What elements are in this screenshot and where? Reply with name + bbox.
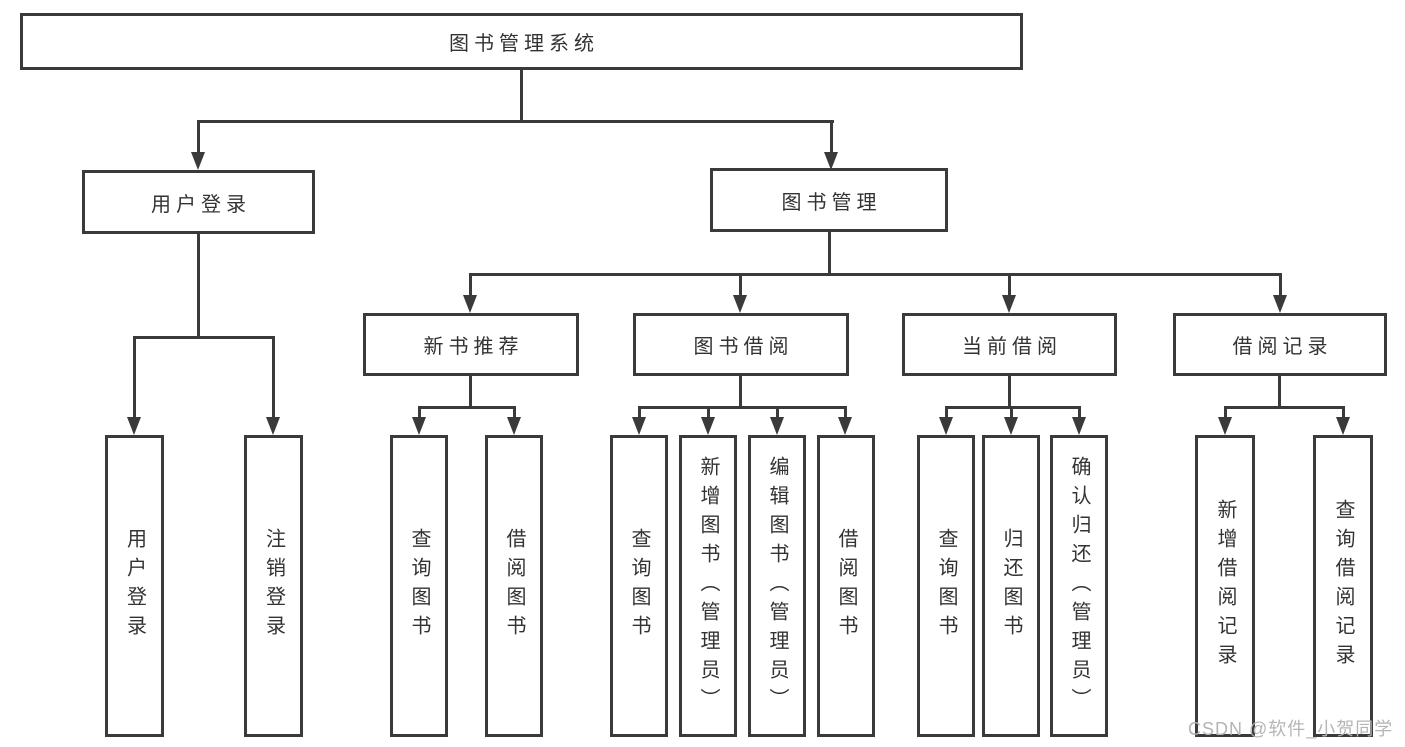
- connector-line: [945, 406, 948, 419]
- leaf-label: 借阅图书: [835, 528, 857, 644]
- arrow-down-icon: [632, 417, 646, 435]
- connector-line: [1008, 273, 1011, 298]
- connector-line: [828, 232, 831, 273]
- arrow-down-icon: [1072, 417, 1086, 435]
- csdn-watermark: CSDN @软件_小贺同学: [1188, 719, 1394, 739]
- leaf-records-add: 新增借阅记录: [1195, 435, 1255, 737]
- leaf-label: 归还图书: [1000, 528, 1022, 644]
- connector-line: [197, 120, 200, 154]
- arrow-down-icon: [1002, 295, 1016, 313]
- leaf-records-query: 查询借阅记录: [1313, 435, 1373, 737]
- leaf-user-login: 用户登录: [105, 435, 164, 737]
- leaf-label: 编辑图书（管理员）: [766, 455, 788, 717]
- leaf-borrow-add-admin: 新增图书（管理员）: [679, 435, 737, 737]
- node-borrow-records: 借阅记录: [1173, 313, 1387, 376]
- connector-line: [513, 406, 516, 419]
- connector-line: [1008, 376, 1011, 408]
- leaf-label: 查询图书: [628, 528, 650, 644]
- arrow-down-icon: [191, 152, 205, 170]
- arrow-down-icon: [1336, 417, 1350, 435]
- leaf-current-return: 归还图书: [982, 435, 1040, 737]
- arrow-down-icon: [770, 417, 784, 435]
- arrow-down-icon: [701, 417, 715, 435]
- leaf-logout: 注销登录: [244, 435, 303, 737]
- arrow-down-icon: [1004, 417, 1018, 435]
- leaf-borrow-book: 借阅图书: [817, 435, 875, 737]
- leaf-label: 确认归还（管理员）: [1068, 455, 1090, 717]
- leaf-newbooks-borrow: 借阅图书: [485, 435, 543, 737]
- leaf-label: 新增借阅记录: [1214, 499, 1236, 673]
- connector-line: [469, 273, 472, 298]
- connector-line: [1078, 406, 1081, 419]
- leaf-label: 查询图书: [408, 528, 430, 644]
- connector-line: [830, 120, 833, 154]
- leaf-current-confirm-admin: 确认归还（管理员）: [1050, 435, 1108, 737]
- leaf-label: 注销登录: [262, 528, 285, 644]
- connector-line: [197, 234, 200, 336]
- connector-line: [739, 376, 742, 408]
- connector-line: [739, 273, 742, 298]
- connector-line: [520, 70, 523, 120]
- connector-line: [638, 406, 641, 419]
- arrow-down-icon: [412, 417, 426, 435]
- connector-line: [1279, 273, 1282, 298]
- arrow-down-icon: [824, 152, 838, 170]
- leaf-label: 新增图书（管理员）: [697, 455, 719, 717]
- arrow-down-icon: [838, 417, 852, 435]
- connector-line: [197, 120, 834, 123]
- connector-line: [1224, 406, 1227, 419]
- connector-line: [844, 406, 847, 419]
- arrow-down-icon: [939, 417, 953, 435]
- connector-line: [469, 273, 1282, 276]
- arrow-down-icon: [1218, 417, 1232, 435]
- connector-line: [1010, 406, 1013, 419]
- node-book-borrow: 图书借阅: [633, 313, 849, 376]
- node-current-borrow: 当前借阅: [902, 313, 1117, 376]
- connector-line: [418, 406, 421, 419]
- connector-line: [1278, 376, 1281, 408]
- connector-line: [707, 406, 710, 419]
- connector-line: [776, 406, 779, 419]
- connector-line: [1224, 406, 1345, 409]
- leaf-borrow-edit-admin: 编辑图书（管理员）: [748, 435, 806, 737]
- connector-line: [133, 336, 275, 339]
- leaf-current-query: 查询图书: [917, 435, 975, 737]
- connector-line: [272, 336, 275, 419]
- arrow-down-icon: [266, 417, 280, 435]
- arrow-down-icon: [507, 417, 521, 435]
- arrow-down-icon: [463, 295, 477, 313]
- connector-line: [638, 406, 847, 409]
- arrow-down-icon: [127, 417, 141, 435]
- leaf-label: 用户登录: [123, 528, 146, 644]
- leaf-label: 查询借阅记录: [1332, 499, 1354, 673]
- node-book-management: 图书管理: [710, 168, 948, 232]
- node-new-book-recommend: 新书推荐: [363, 313, 579, 376]
- arrow-down-icon: [733, 295, 747, 313]
- node-root: 图书管理系统: [20, 13, 1023, 70]
- connector-line: [418, 406, 516, 409]
- connector-line: [133, 336, 136, 419]
- connector-line: [945, 406, 1081, 409]
- leaf-label: 查询图书: [935, 528, 957, 644]
- connector-line: [469, 376, 472, 408]
- node-user-login: 用户登录: [82, 170, 315, 234]
- connector-line: [1342, 406, 1345, 419]
- leaf-label: 借阅图书: [503, 528, 525, 644]
- leaf-newbooks-query: 查询图书: [390, 435, 448, 737]
- leaf-borrow-query: 查询图书: [610, 435, 668, 737]
- arrow-down-icon: [1273, 295, 1287, 313]
